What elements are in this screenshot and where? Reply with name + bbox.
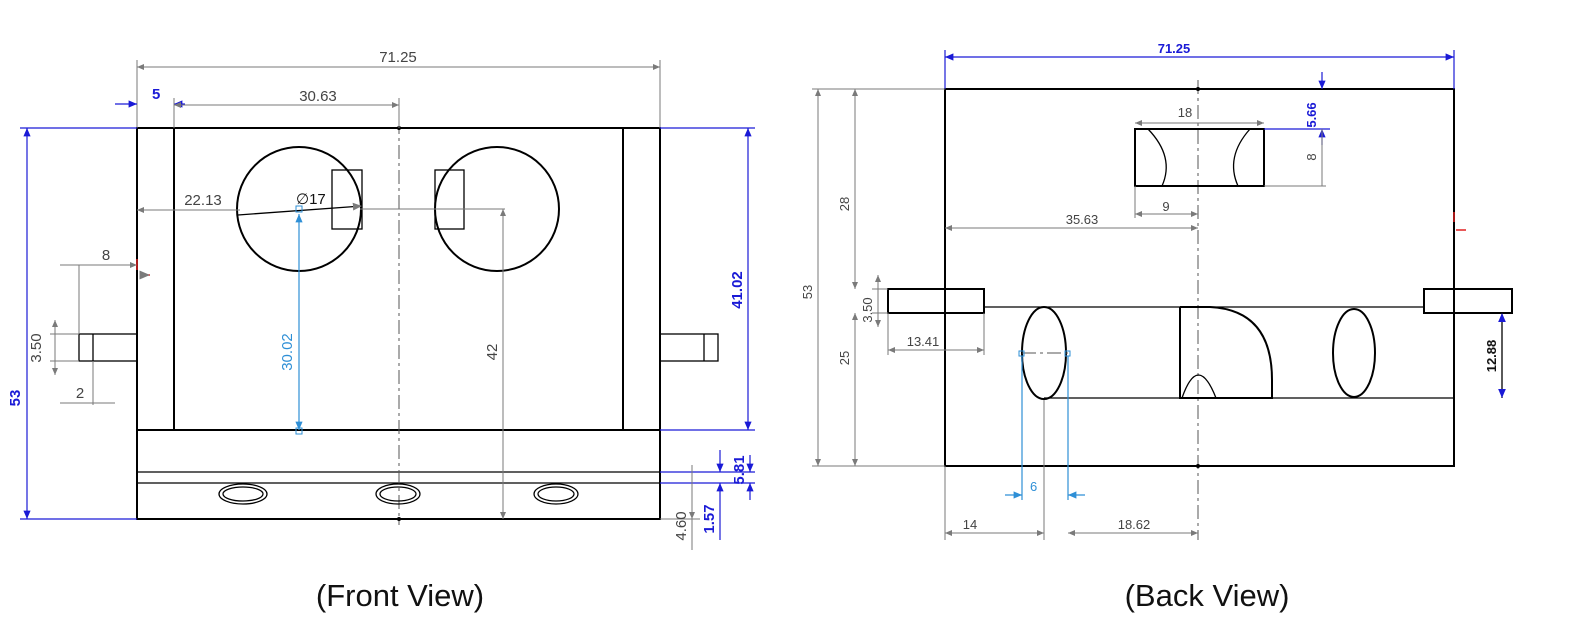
front-dim-hole-diameter[interactable]: ∅17	[296, 191, 326, 208]
back-view: 71.25 18 5.66 8 9 35.63 53 28 3.50	[800, 41, 1513, 613]
back-dim-slot-half[interactable]: 9	[1162, 199, 1169, 214]
back-body-outline	[944, 88, 1455, 467]
front-view-caption: (Front View)	[316, 578, 484, 613]
back-dim-overall-width[interactable]: 71.25	[1158, 41, 1191, 56]
front-left-hole-slot	[331, 169, 363, 230]
back-dim-hole-width[interactable]: 6	[1030, 479, 1037, 494]
back-dim-lower-height[interactable]: 25	[837, 351, 852, 365]
back-dim-left-offset[interactable]: 14	[963, 517, 977, 532]
front-right-nub	[659, 333, 719, 362]
front-dim-slot-height[interactable]: 4.60	[673, 511, 690, 540]
front-dim-nub-length[interactable]: 8	[102, 247, 110, 264]
back-dim-slot-offset[interactable]: 35.63	[1066, 212, 1099, 227]
back-view-caption: (Back View)	[1125, 578, 1290, 613]
front-dim-nub-height[interactable]: 3.50	[28, 333, 45, 362]
back-dim-total-height[interactable]: 53	[800, 285, 815, 299]
front-dim-overall-width[interactable]: 71.25	[379, 49, 417, 66]
back-dim-slot-top[interactable]: 5.66	[1304, 102, 1319, 127]
front-dim-center-offset[interactable]: 30.63	[299, 88, 337, 105]
front-dim-nub-step[interactable]: 2	[76, 385, 84, 402]
front-dim-right-hole-depth[interactable]: 42	[484, 344, 501, 361]
back-center-channel	[1179, 306, 1273, 399]
back-right-hole	[1332, 308, 1376, 398]
front-dim-base-height[interactable]: 5.81	[731, 455, 748, 484]
front-dim-groove-height[interactable]: 1.57	[701, 504, 718, 533]
front-dim-left-offset[interactable]: 5	[152, 86, 160, 103]
front-dim-total-height[interactable]: 53	[7, 390, 24, 407]
back-dim-upper-height[interactable]: 28	[837, 197, 852, 211]
front-dim-hole-offset[interactable]: 22.13	[184, 192, 222, 209]
back-right-tab	[1423, 288, 1513, 314]
back-dim-right-depth[interactable]: 12.88	[1484, 340, 1499, 373]
back-top-slot	[1134, 128, 1265, 187]
back-left-tab	[887, 288, 985, 314]
front-dim-hole-depth[interactable]: 30.02	[279, 333, 296, 371]
back-dim-tab-height[interactable]: 3.50	[860, 297, 875, 322]
front-dim-cavity-height[interactable]: 41.02	[729, 271, 746, 309]
front-left-nub	[78, 333, 138, 362]
front-right-hole-slot	[434, 169, 465, 230]
back-dim-slot-width[interactable]: 18	[1178, 105, 1192, 120]
back-dim-tab-length[interactable]: 13.41	[907, 334, 940, 349]
back-dim-center-offset[interactable]: 18.62	[1118, 517, 1151, 532]
front-view: 71.25 5 30.63 22.13 ∅17 8 3.50 2 53	[7, 49, 755, 613]
back-dim-slot-height[interactable]: 8	[1304, 153, 1319, 160]
